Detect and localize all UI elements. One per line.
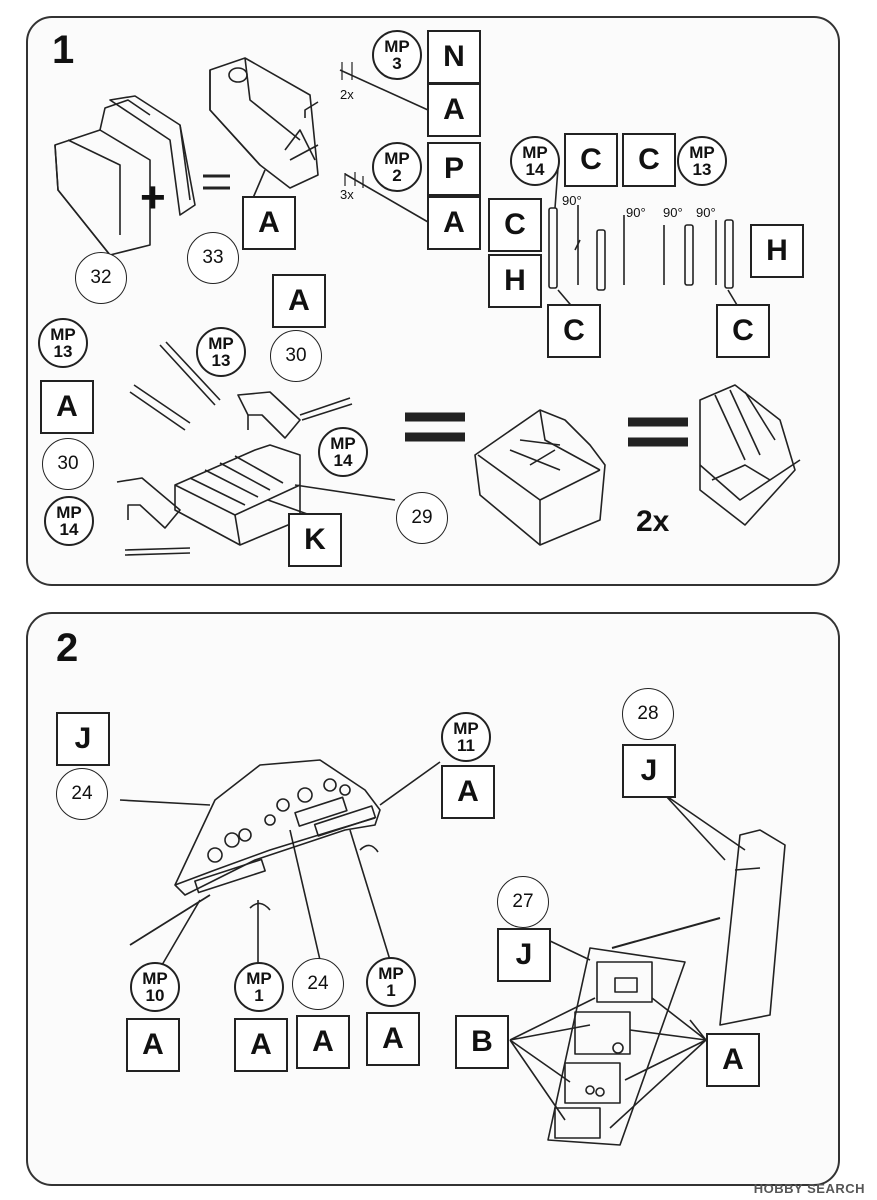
sprue-label-a-3: A xyxy=(427,196,481,250)
loose-belts xyxy=(124,341,353,556)
part-a-seat-frame xyxy=(209,57,319,189)
assembled-seat-view-1 xyxy=(474,409,606,546)
sprue-label-j: J xyxy=(56,712,110,766)
sprue-label-a-11: A xyxy=(706,1033,760,1087)
assembled-seat-view-2 xyxy=(699,384,801,526)
part-number-28: 28 xyxy=(622,688,674,740)
plus-sign: + xyxy=(140,173,166,222)
step-2-panel xyxy=(26,612,840,1186)
angle-90-1: 90° xyxy=(562,193,582,208)
sprue-label-a-2: A xyxy=(427,83,481,137)
sprue-label-a-6: A xyxy=(441,765,495,819)
sprue-label-c-3: C xyxy=(488,198,542,252)
sprue-label-c: C xyxy=(564,133,618,187)
sprue-label-a-10: A xyxy=(366,1012,420,1066)
sprue-label-a-8: A xyxy=(234,1018,288,1072)
part-32-seat-side xyxy=(54,99,151,256)
angle-90-4: 90° xyxy=(696,205,716,220)
part-number-29: 29 xyxy=(396,492,448,544)
part-29-seat-pan xyxy=(174,444,301,546)
instrument-panel-drawing xyxy=(174,759,381,896)
sprue-label-c-5: C xyxy=(716,304,770,358)
part-number-30-2: 30 xyxy=(42,438,94,490)
part-33-seat-side xyxy=(109,95,196,216)
sprue-label-j-2: J xyxy=(622,744,676,798)
sprue-label-a-4: A xyxy=(272,274,326,328)
quantity-2x-seats: 2x xyxy=(636,505,670,538)
sprue-label-a-5: A xyxy=(40,380,94,434)
sprue-label-n: N xyxy=(427,30,481,84)
sprue-label-h-2: H xyxy=(750,224,804,278)
part-number-27: 27 xyxy=(497,876,549,928)
quantity-2x: 2x xyxy=(340,87,354,102)
part-number-24-2: 24 xyxy=(292,958,344,1010)
sprue-label-c-4: C xyxy=(547,304,601,358)
watermark: HOBBY SEARCH xyxy=(753,1181,865,1196)
step-1-number: 1 xyxy=(52,28,75,72)
part-27-side-panel xyxy=(547,947,686,1146)
angle-90-3: 90° xyxy=(663,205,683,220)
part-number-32: 32 xyxy=(75,252,127,304)
quantity-3x: 3x xyxy=(340,187,354,202)
angle-90-2: 90° xyxy=(626,205,646,220)
sprue-label-a-9: A xyxy=(296,1015,350,1069)
sprue-label-k: K xyxy=(288,513,342,567)
part-number-33: 33 xyxy=(187,232,239,284)
armrest-parts xyxy=(116,391,301,529)
part-28-back-panel xyxy=(719,829,786,1026)
step-2-number: 2 xyxy=(56,626,79,670)
sprue-label-p: P xyxy=(427,142,481,196)
sprue-label-a-7: A xyxy=(126,1018,180,1072)
sprue-label-j-3: J xyxy=(497,928,551,982)
sprue-label-b: B xyxy=(455,1015,509,1069)
part-number-30: 30 xyxy=(270,330,322,382)
sprue-label-a: A xyxy=(242,196,296,250)
part-number-24: 24 xyxy=(56,768,108,820)
belt-drawings xyxy=(548,167,741,311)
sprue-label-c-2: C xyxy=(622,133,676,187)
sprue-label-h: H xyxy=(488,254,542,308)
